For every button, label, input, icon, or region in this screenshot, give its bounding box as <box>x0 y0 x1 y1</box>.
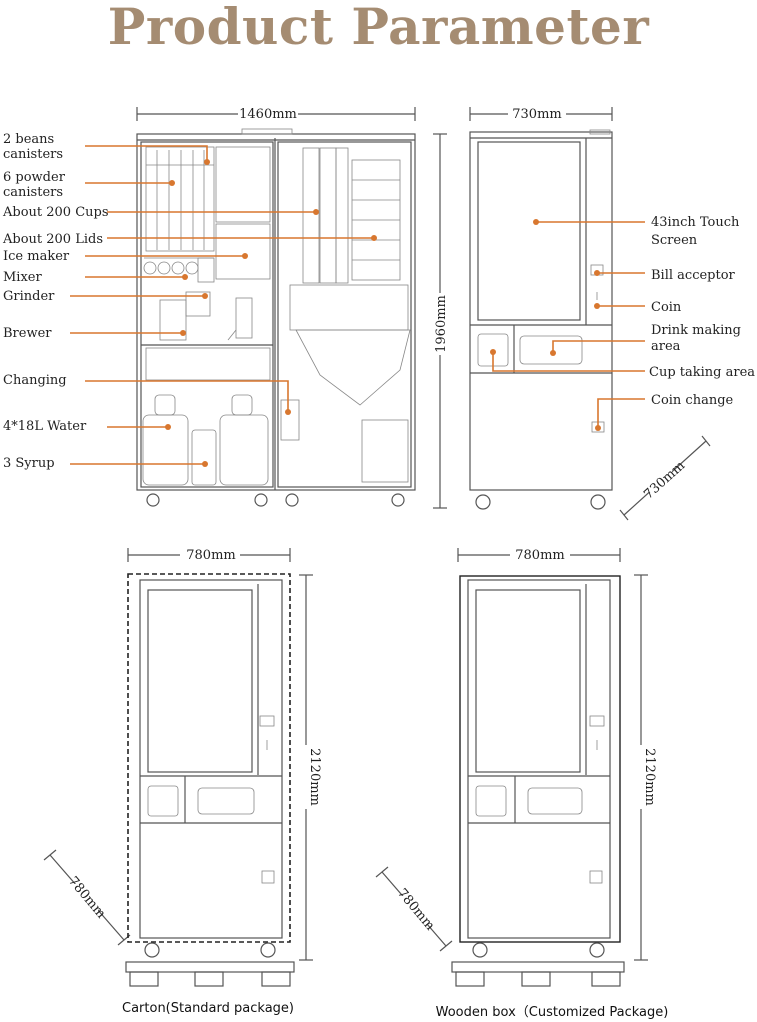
callout-mixer: Mixer <box>3 270 42 285</box>
callout-water: 4*18L Water <box>3 419 87 434</box>
carton-package: 780mm 2120mm 780mm <box>43 546 322 1016</box>
callout-beans-canisters-line1: 2 beans <box>3 132 54 147</box>
callout-coin: Coin <box>651 300 682 315</box>
interior-cabinet <box>136 128 416 507</box>
callout-ice-maker: Ice maker <box>3 249 70 264</box>
interior-width-dimension: 1460mm <box>136 105 416 122</box>
front-depth-dimension: 730mm <box>619 435 711 521</box>
wooden-width-label: 780mm <box>515 548 564 563</box>
front-width-dimension: 730mm <box>469 105 613 122</box>
callout-lids: About 200 Lids <box>2 232 103 247</box>
carton-caption: Carton(Standard package) <box>122 1001 294 1016</box>
wooden-width-dimension: 780mm <box>457 546 621 563</box>
callout-cups: About 200 Cups <box>2 205 109 220</box>
interior-height-label: 1960mm <box>434 295 449 353</box>
carton-width-label: 780mm <box>186 548 235 563</box>
carton-dashed-outline <box>127 573 291 943</box>
callout-coin-change: Coin change <box>651 393 734 408</box>
callout-grinder: Grinder <box>3 289 55 304</box>
wooden-box-outline <box>459 575 621 943</box>
callout-powder-canisters-line1: 6 powder <box>3 170 66 185</box>
wooden-height-dimension: 2120mm <box>633 574 657 961</box>
interior-height-dimension: 1960mm <box>432 133 449 509</box>
front-width-label: 730mm <box>512 107 561 122</box>
callout-drink-making-line2: area <box>651 339 681 354</box>
callout-powder-canisters-line2: canisters <box>3 185 63 200</box>
page-title: Product Parameter <box>107 0 650 56</box>
carton-height-dimension: 2120mm <box>298 574 322 961</box>
front-cabinet <box>469 129 613 510</box>
carton-depth-dimension: 780mm <box>43 849 131 946</box>
callout-drink-making-line1: Drink making <box>651 323 741 338</box>
callout-syrup: 3 Syrup <box>3 456 55 471</box>
carton-width-dimension: 780mm <box>127 546 291 563</box>
wooden-depth-dimension: 780mm <box>375 866 453 952</box>
callout-cup-taking-area: Cup taking area <box>649 365 755 380</box>
front-view: 730mm 730mm 43inch Tou <box>469 105 755 521</box>
callout-touch-screen-line1: 43inch Touch <box>651 215 740 230</box>
callout-changing: Changing <box>3 373 67 388</box>
carton-machine <box>125 579 295 987</box>
wooden-height-label: 2120mm <box>642 748 657 806</box>
callout-beans-canisters-line2: canisters <box>3 147 63 162</box>
callout-brewer: Brewer <box>3 326 52 341</box>
wooden-machine <box>451 579 625 987</box>
interior-width-label: 1460mm <box>239 107 297 122</box>
carton-height-label: 2120mm <box>307 748 322 806</box>
interior-view: 1460mm 1960mm <box>2 105 449 509</box>
wooden-caption: Wooden box（Customized Package) <box>436 1005 669 1020</box>
callout-touch-screen-line2: Screen <box>651 233 698 248</box>
callout-bill-acceptor: Bill acceptor <box>651 268 736 283</box>
wooden-box-package: 780mm 2120mm 780mm <box>375 546 669 1020</box>
